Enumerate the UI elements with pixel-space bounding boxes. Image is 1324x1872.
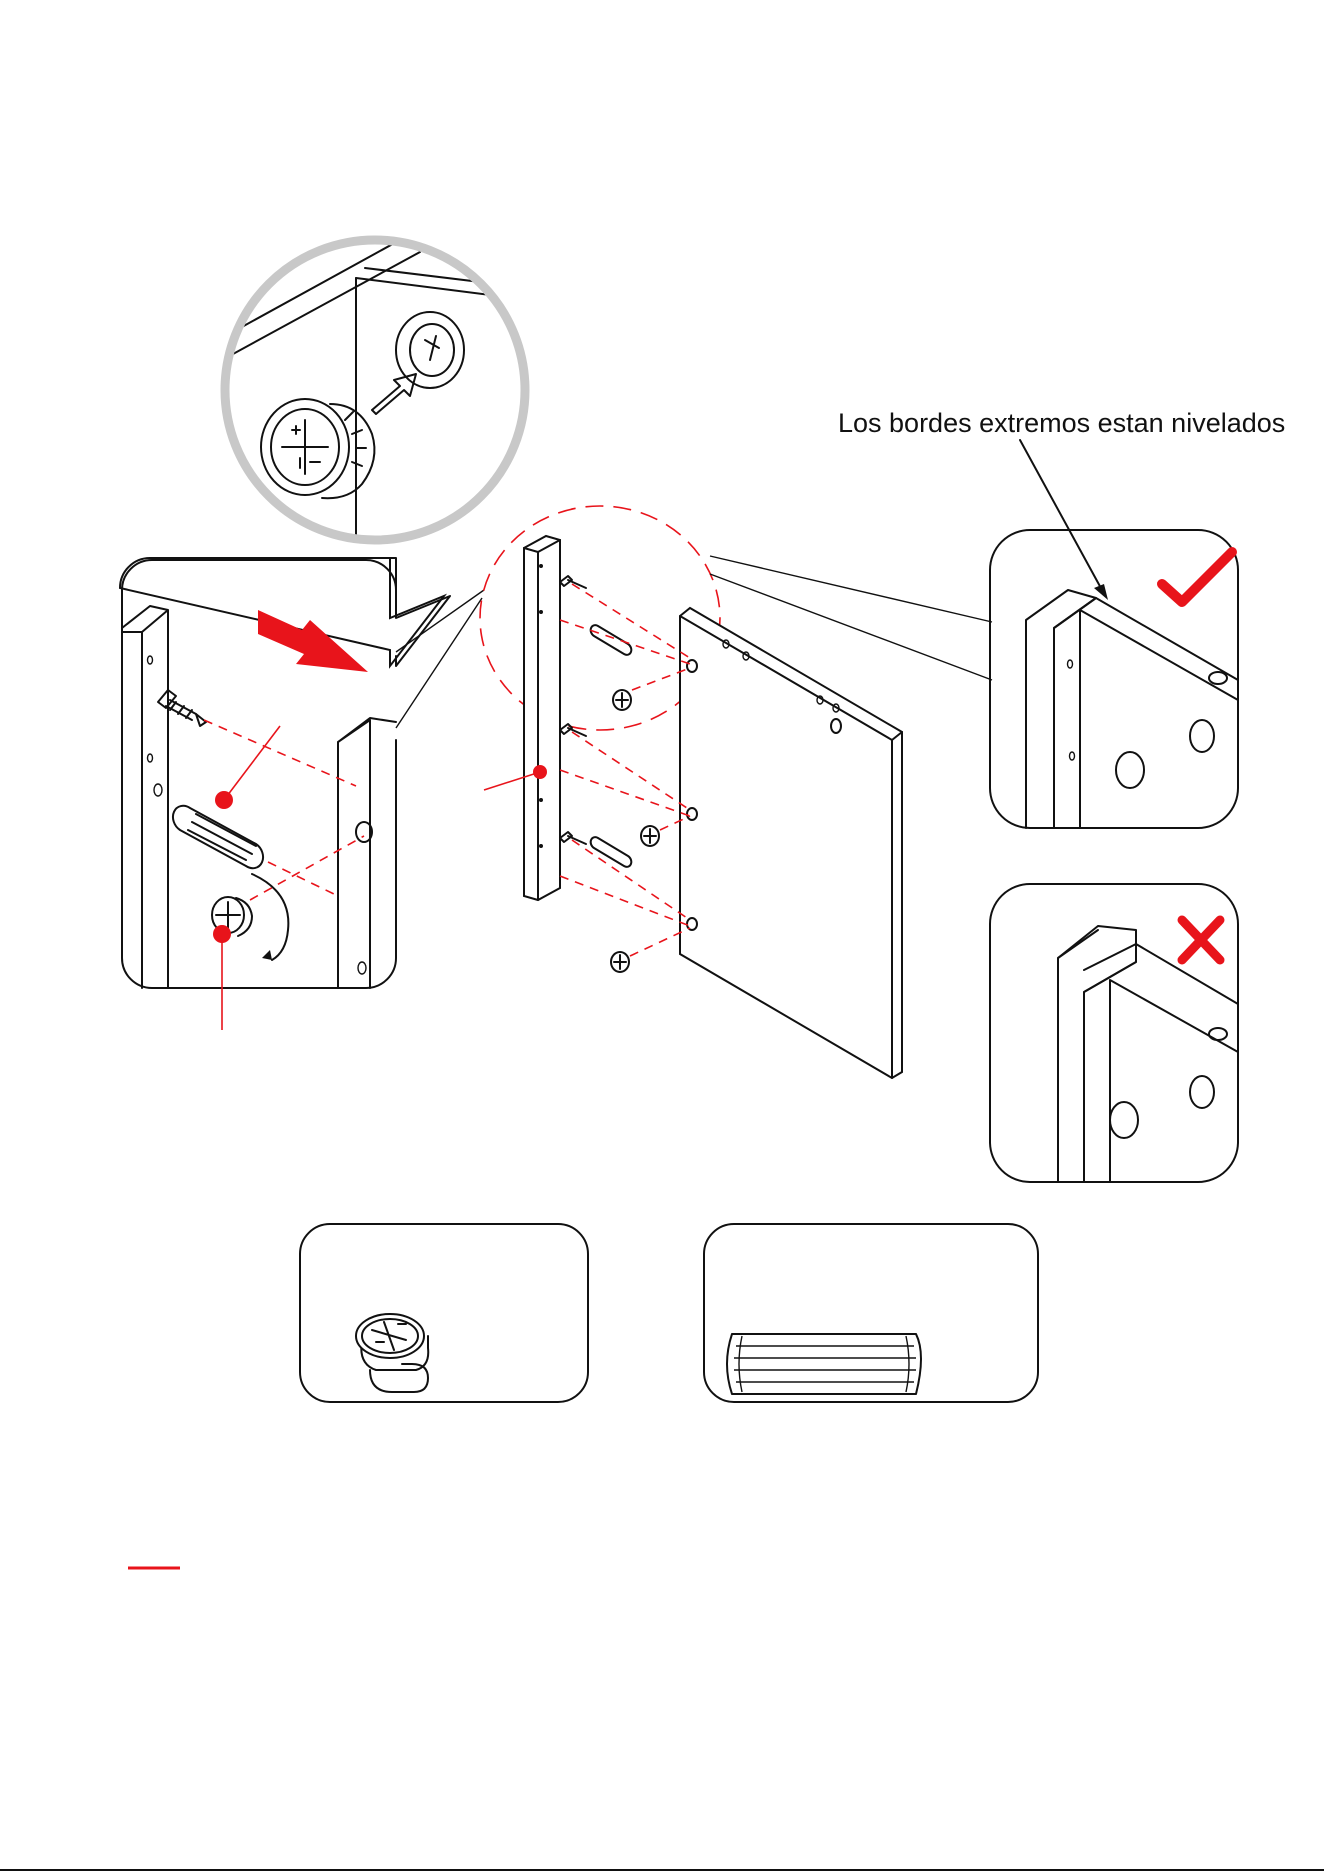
- insertion-detail-panel: [120, 558, 484, 1030]
- cam-lock-icon: [641, 826, 659, 846]
- cam-lock-icon: [611, 952, 629, 972]
- cam-lock-icon: [356, 1314, 428, 1392]
- dowel-icon: [591, 625, 632, 655]
- hardware-box-dowel: [704, 1224, 1038, 1402]
- screw-icon: [158, 690, 206, 726]
- cam-lock-icon: [613, 690, 631, 710]
- dowel-icon: [591, 837, 632, 867]
- incorrect-alignment-panel: [990, 884, 1238, 1182]
- screw-icon: [560, 832, 586, 844]
- screw-icon: [560, 724, 586, 736]
- caption-text: Los bordes extremos estan nivelados: [838, 408, 1285, 438]
- check-mark-icon: [1162, 552, 1232, 602]
- hardware-box-cam-lock: [300, 1224, 588, 1402]
- dowel-icon: [173, 806, 263, 868]
- x-mark-icon: [1182, 920, 1220, 960]
- cam-lock-detail-magnifier: [200, 240, 530, 560]
- correct-alignment-panel: [990, 530, 1238, 828]
- dowel-icon: [727, 1334, 921, 1394]
- main-assembly-view: [480, 506, 992, 1078]
- screw-icon: [560, 576, 586, 588]
